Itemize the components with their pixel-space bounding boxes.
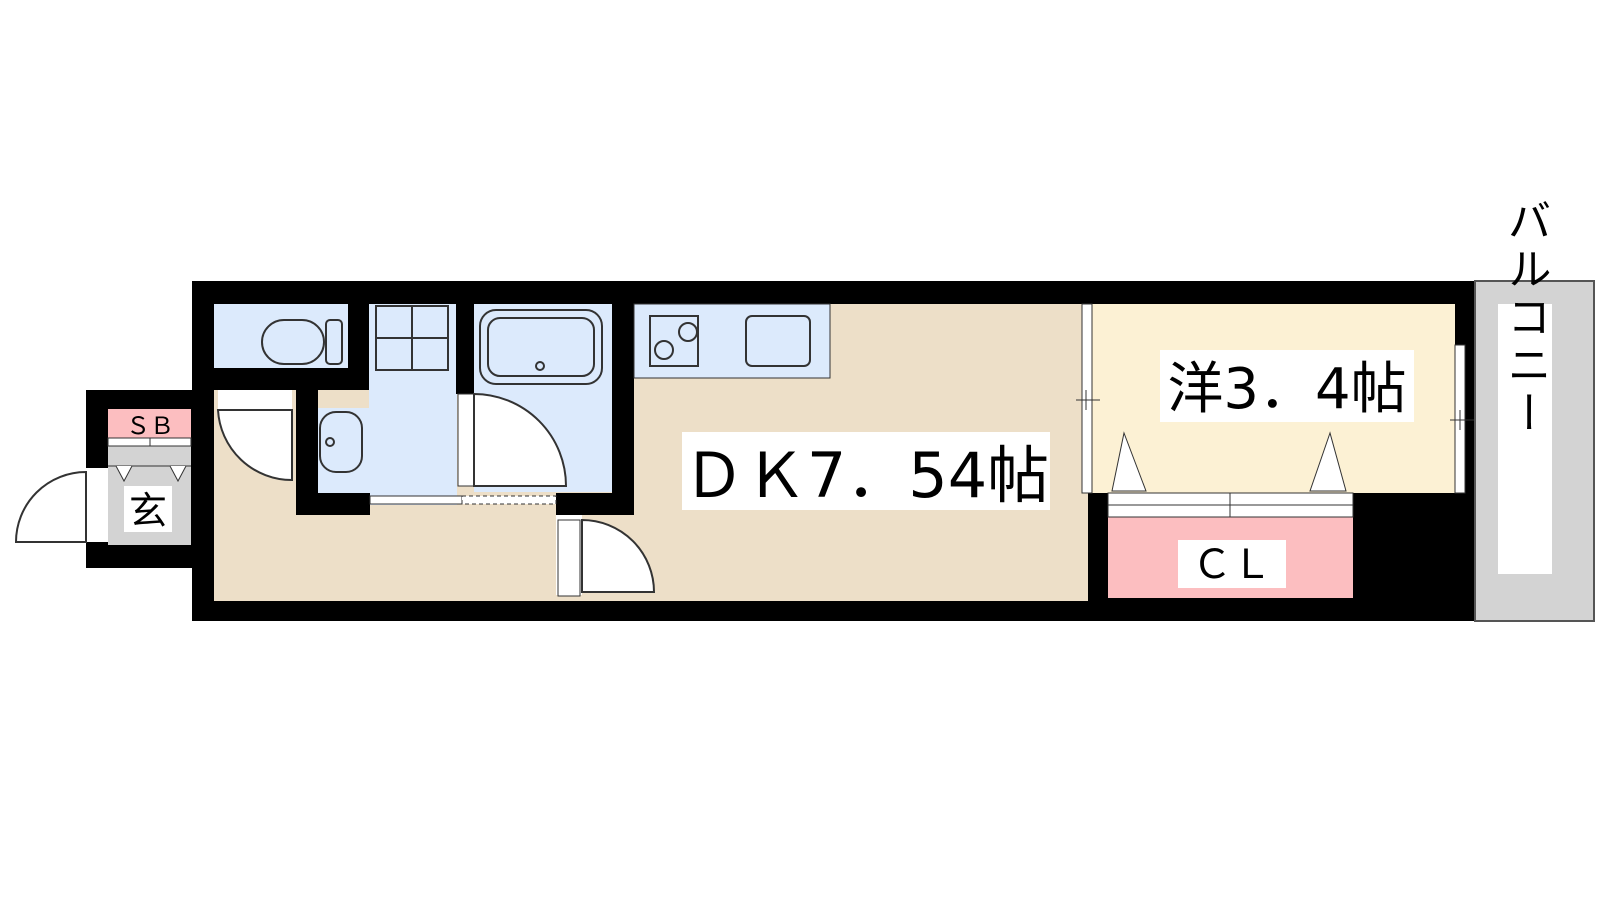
wall-wash-bath (456, 304, 474, 394)
toilet-bowl (261, 319, 325, 365)
wall-dk-right (1088, 493, 1108, 601)
stove (649, 315, 699, 367)
bathtub-drain (535, 361, 545, 371)
bathtub (479, 309, 603, 385)
entrance-door[interactable] (14, 470, 87, 543)
dk-label: ＤＫ7．54帖 (683, 439, 1049, 512)
toilet-tank (325, 319, 343, 365)
wall-wash-bottom (296, 493, 370, 515)
wall-bath-bottom (556, 493, 634, 515)
dk-label-box (682, 432, 1050, 510)
bath-door[interactable] (473, 392, 568, 487)
shoe-box (108, 409, 191, 438)
balcony-label-box (1498, 304, 1552, 574)
closet-label-box (1178, 540, 1286, 588)
washbasin (319, 411, 363, 473)
kitchen-sink (745, 315, 811, 367)
bathtub-inner (487, 317, 595, 377)
wall-wash-left (296, 390, 318, 515)
dk-door-frame (557, 519, 581, 597)
western-room-label: 洋3．4帖 (1167, 357, 1406, 422)
entrance-shoe-box-mark (115, 465, 133, 483)
shoe-box-label: ＳＢ (126, 412, 174, 440)
western-label-box (1160, 350, 1414, 422)
entrance-label-box (124, 486, 172, 532)
balcony-label: バルコニー (1500, 198, 1551, 438)
wall-bath-right (612, 304, 634, 515)
entrance-shoe-box-mark-2 (169, 465, 187, 483)
closet-door-mark (1111, 431, 1147, 492)
wash-sliding-door-2[interactable] (461, 495, 557, 505)
entrance-door-opening (86, 468, 108, 542)
toilet-door-opening (218, 390, 292, 410)
dk-door[interactable] (581, 518, 656, 593)
wall-closet-pillar (1353, 493, 1455, 601)
toilet-door[interactable] (216, 409, 293, 482)
stove-burner (678, 322, 698, 342)
wall-toilet-bottom (214, 368, 369, 390)
wash-sliding-door[interactable] (369, 495, 463, 505)
wall-toilet-side (348, 304, 369, 390)
washroom-floor-lower (318, 408, 457, 505)
closet-label: ＣＬ (1192, 542, 1272, 588)
closet-door-mark-2 (1309, 431, 1347, 492)
entrance-label: 玄 (129, 489, 167, 533)
bath-door-wall (457, 393, 475, 487)
partition-sliding-door[interactable] (1081, 303, 1093, 494)
washbasin-drain (325, 437, 335, 447)
stove-burner-2 (654, 340, 674, 360)
